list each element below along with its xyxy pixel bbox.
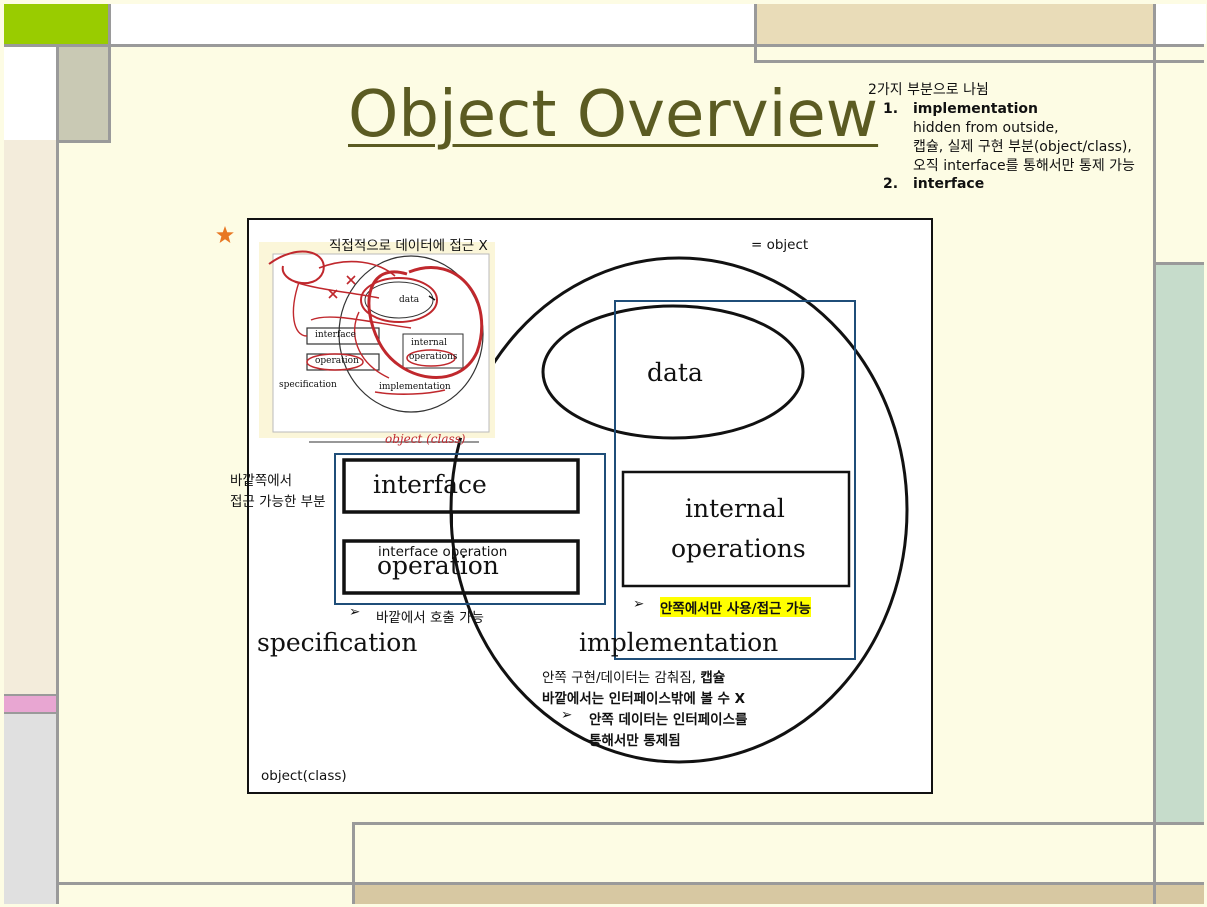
cream-block-left xyxy=(4,140,56,694)
divider-line xyxy=(4,44,1204,47)
specification-label: specification xyxy=(257,628,418,657)
overview-note: 2가지 부분으로 나뉨 xyxy=(868,81,989,100)
divider-line xyxy=(4,712,56,714)
sketch-label-specification: specification xyxy=(279,380,337,390)
outside-access-label-line1: 바깥쪽에서 xyxy=(230,473,293,489)
green-block-right xyxy=(1156,264,1204,822)
internal-label: internal xyxy=(685,494,785,523)
hidden-note-text: 안쪽 구현/데이터는 감춰짐, xyxy=(542,670,701,686)
internal-operations-box xyxy=(621,470,851,588)
implementation-label: implementation xyxy=(579,628,779,657)
tan-strip-bottom xyxy=(352,884,1204,904)
divider-line xyxy=(56,882,1204,885)
interface-highlight-box xyxy=(334,453,606,605)
gray-block-left-bottom xyxy=(4,714,56,904)
sketch-label-interface: interface xyxy=(315,330,356,340)
divider-line xyxy=(56,44,59,904)
interface-label: interface xyxy=(373,470,487,499)
bullet-icon: ➢ xyxy=(349,604,361,620)
operation-box xyxy=(342,539,580,595)
sketch-graphics xyxy=(268,250,490,433)
capsule-text: 캡슐 xyxy=(700,670,726,686)
pink-strip-left xyxy=(4,696,56,712)
note-item-number: 2. xyxy=(883,176,899,192)
gray-block-top-left xyxy=(56,44,108,140)
note-item-title: implementation xyxy=(913,101,1038,117)
hidden-note: 안쪽 구현/데이터는 감춰짐, 캡슐 xyxy=(542,666,725,686)
divider-line xyxy=(754,4,757,62)
note-line: 오직 interface를 통해서만 통제 가능 xyxy=(913,158,1135,174)
divider-line xyxy=(4,694,56,696)
green-corner-block xyxy=(4,4,108,44)
operations-label: operations xyxy=(671,534,806,563)
divider-line xyxy=(352,822,1204,825)
divider-line xyxy=(352,822,355,904)
tan-block-top-right xyxy=(754,4,1154,44)
white-block-right-top xyxy=(1156,4,1206,44)
operation-label: operation xyxy=(377,551,499,580)
inside-only-note: 안쪽에서만 사용/접근 가능 xyxy=(660,597,811,617)
divider-line xyxy=(108,4,111,142)
cream-strip-bottom xyxy=(56,884,352,904)
sketch-label-internal: internal xyxy=(411,338,447,348)
note-heading: 2가지 부분으로 나뉨 xyxy=(868,82,989,98)
sketch-label-implementation: implementation xyxy=(379,382,451,392)
data-ellipse xyxy=(541,304,805,440)
divider-line xyxy=(1153,4,1156,904)
slide-title: Object Overview xyxy=(348,78,879,152)
divider-line xyxy=(1153,262,1204,265)
object-class-label: object(class) xyxy=(261,768,347,784)
note-item-number: 1. xyxy=(883,101,899,117)
sketch-label-operations: operations xyxy=(409,352,458,362)
control-note-line2: 통해서만 통제됨 xyxy=(589,733,681,749)
sketch-caption: 직접적으로 데이터에 접근 X xyxy=(329,238,488,254)
interface-only-note: 바깥에서는 인터페이스밖에 볼 수 X xyxy=(542,691,746,707)
note-item-interface: interface xyxy=(913,176,985,192)
white-block-right-middle xyxy=(1156,62,1204,262)
control-note-line1: 안쪽 데이터는 인터페이스를 xyxy=(589,712,748,728)
white-block-top-left xyxy=(4,44,56,140)
divider-line xyxy=(754,60,1204,63)
note-item-implementation: implementation hidden from outside, 캡슐, … xyxy=(913,100,1135,176)
object-ellipse xyxy=(449,256,909,764)
data-label: data xyxy=(647,358,703,387)
sketch-handwritten-label: object (class) xyxy=(385,432,466,446)
sketch-label-data: data xyxy=(399,295,420,305)
note-line: 캡슐, 실제 구현 부분(object/class), xyxy=(913,139,1132,155)
bullet-icon: ➢ xyxy=(561,707,573,723)
outside-access-label-line2: 접근 가능한 부분 xyxy=(230,494,326,510)
interface-operation-note: interface operation xyxy=(378,544,508,560)
implementation-highlight-box xyxy=(614,300,856,660)
diagram-graphics xyxy=(309,256,909,764)
bullet-icon: ➢ xyxy=(633,596,645,612)
object-diagram: data interface operation internal operat… xyxy=(247,218,933,794)
note-line: hidden from outside, xyxy=(913,120,1059,136)
sketch-thumbnail: data interface operation internal operat… xyxy=(259,242,495,438)
interface-box xyxy=(342,458,580,514)
equals-object-label: = object xyxy=(751,237,809,253)
outside-call-note: 바깥에서 호출 가능 xyxy=(376,610,484,626)
sketch-label-operation: operation xyxy=(315,356,359,366)
star-icon xyxy=(216,226,234,243)
divider-line xyxy=(56,140,111,143)
white-strip-top xyxy=(108,4,754,44)
